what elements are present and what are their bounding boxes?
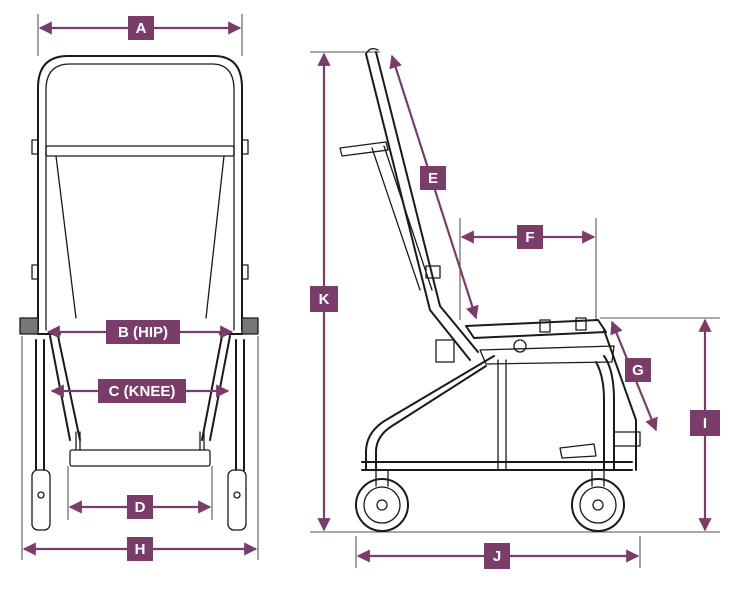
label-b-hip: B (HIP) [118,324,168,341]
label-k: K [319,291,330,308]
label-e: E [428,170,438,187]
dimension-k: K [310,52,338,532]
dimension-b-hip: B (HIP) [46,320,234,344]
label-f: F [525,229,534,246]
label-i: I [703,415,707,432]
dimension-e: E [389,54,479,320]
dimension-h: H [22,537,258,561]
label-a: A [136,20,147,37]
label-d: D [135,499,146,516]
side-view-chair [339,48,641,532]
label-g: G [632,362,644,379]
dimension-a: A [38,16,242,40]
front-view-chair [19,55,259,531]
dimension-i: I [690,318,720,532]
front-view-extension-lines [21,14,259,560]
label-j: J [493,548,501,565]
dimension-d: D [68,495,212,519]
dimension-j: J [356,543,640,569]
label-c-knee: C (KNEE) [109,383,176,400]
dimension-c-knee: C (KNEE) [50,379,230,403]
dimension-g: G [610,320,658,432]
label-h: H [135,541,146,558]
dimension-f: F [460,225,596,249]
